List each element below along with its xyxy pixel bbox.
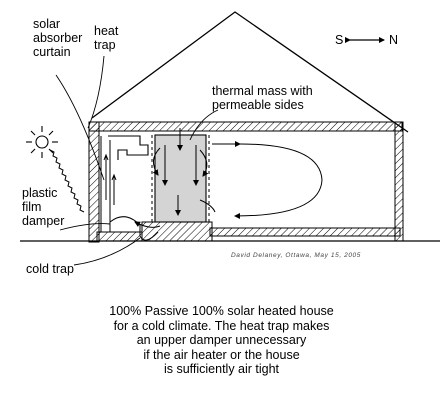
house-walls — [88, 121, 404, 243]
solar-absorber-curtain-label: solar absorber curtain — [33, 17, 83, 59]
caption-line: for a cold climate. The heat trap makes — [113, 318, 330, 333]
leader-lines — [55, 55, 219, 266]
caption-line: is sufficiently air tight — [163, 362, 280, 376]
sun-icon — [26, 126, 58, 158]
compass-south-label: S — [335, 33, 344, 47]
plastic-film-damper — [109, 216, 159, 241]
compass-north-label: N — [389, 33, 399, 47]
roof — [91, 11, 409, 133]
permeable-sides — [151, 135, 210, 222]
airflow-arrows — [134, 128, 323, 228]
heat-trap-label: heat trap — [94, 24, 119, 52]
heat-trap — [108, 135, 149, 160]
thermal-mass-label: thermal mass with permeable sides — [212, 84, 313, 112]
caption: 100% Passive 100% solar heated house for… — [60, 304, 383, 377]
caption-line: 100% Passive 100% solar heated house — [109, 304, 334, 318]
caption-line: an upper damper unnecessary — [136, 333, 307, 347]
credit-line: David Delaney, Ottawa, May 15, 2005 — [231, 252, 361, 259]
sun-ray — [49, 149, 85, 213]
plastic-film-damper-label: plastic film damper — [22, 186, 65, 228]
caption-line: if the air heater or the house — [143, 347, 300, 362]
cold-trap-label: cold trap — [26, 262, 74, 276]
solar-absorber-curtain — [100, 136, 117, 232]
